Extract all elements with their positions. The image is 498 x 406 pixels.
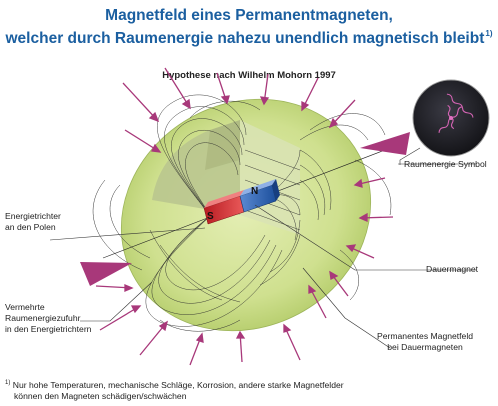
- energy-arrow: [99, 305, 142, 331]
- label-vermehrte: Vermehrte Raumenergiezufuhr in den Energ…: [5, 302, 91, 335]
- energy-arrow: [124, 129, 162, 153]
- energy-arrow: [189, 332, 204, 366]
- label-dauermagnet: Dauermagnet: [426, 264, 479, 274]
- energy-arrow: [164, 67, 191, 110]
- energy-arrow: [216, 72, 230, 105]
- energy-arrow: [329, 270, 349, 297]
- label-energietrichter: Energietrichter an den Polen: [5, 211, 61, 233]
- subtitle: Hypothese nach Wilhelm Mohorn 1997: [162, 70, 336, 81]
- energy-arrow: [95, 284, 134, 292]
- label-magnetfeld-line1: Permanentes Magnetfeld: [377, 331, 474, 341]
- outer-field-lines: [92, 100, 392, 332]
- energy-funnel-right: [360, 132, 410, 155]
- energy-arrow: [301, 77, 319, 112]
- label-vermehrte-line3: in den Energietrichtern: [5, 324, 92, 334]
- footnote-line1: Nur hohe Temperaturen, mechanische Schlä…: [12, 380, 344, 390]
- energy-arrows: [95, 67, 394, 366]
- label-vermehrte-line2: Raumenergiezufuhr: [5, 313, 81, 323]
- label-energietrichter-line2: an den Polen: [5, 222, 56, 232]
- label-magnetfeld: Permanentes Magnetfeld bei Dauermagneten: [377, 331, 473, 353]
- title-line2-wrap: welcher durch Raumenergie nahezu unendli…: [0, 24, 498, 48]
- energy-arrow: [139, 320, 169, 356]
- energy-arrow: [283, 323, 301, 361]
- energy-arrow: [345, 244, 375, 259]
- footnote: 1) Nur hohe Temperaturen, mechanische Sc…: [5, 378, 344, 402]
- footnote-line2: können den Magneten schädigen/schwächen: [14, 391, 187, 401]
- leader-lines: [49, 147, 476, 349]
- footnote-line1-wrap: 1) Nur hohe Temperaturen, mechanische Sc…: [5, 378, 344, 391]
- label-vermehrte-line1: Vermehrte: [5, 302, 45, 312]
- energy-arrow: [353, 177, 386, 188]
- energy-arrow: [328, 99, 356, 129]
- label-magnetfeld-line2: bei Dauermagneten: [387, 342, 463, 352]
- energy-arrow: [308, 284, 327, 319]
- title-line1: Magnetfeld eines Permanentmagneten,: [105, 7, 393, 24]
- energy-arrow: [358, 212, 394, 222]
- energy-funnel-left: [80, 262, 132, 286]
- title-footnote-mark: 1): [485, 29, 493, 38]
- label-energietrichter-line1: Energietrichter: [5, 211, 61, 221]
- pole-s-label: S: [207, 211, 214, 222]
- pole-n-label: N: [251, 186, 258, 197]
- magnet: [203, 179, 280, 225]
- energy-arrow: [122, 82, 160, 123]
- energy-arrow: [235, 330, 246, 363]
- title-line2: welcher durch Raumenergie nahezu unendli…: [5, 30, 485, 47]
- raumenergie-symbol: [412, 79, 490, 157]
- energy-arrow: [259, 73, 270, 106]
- footnote-mark: 1): [5, 380, 11, 386]
- label-raumenergie-symbol: Raumenergie Symbol: [404, 159, 487, 169]
